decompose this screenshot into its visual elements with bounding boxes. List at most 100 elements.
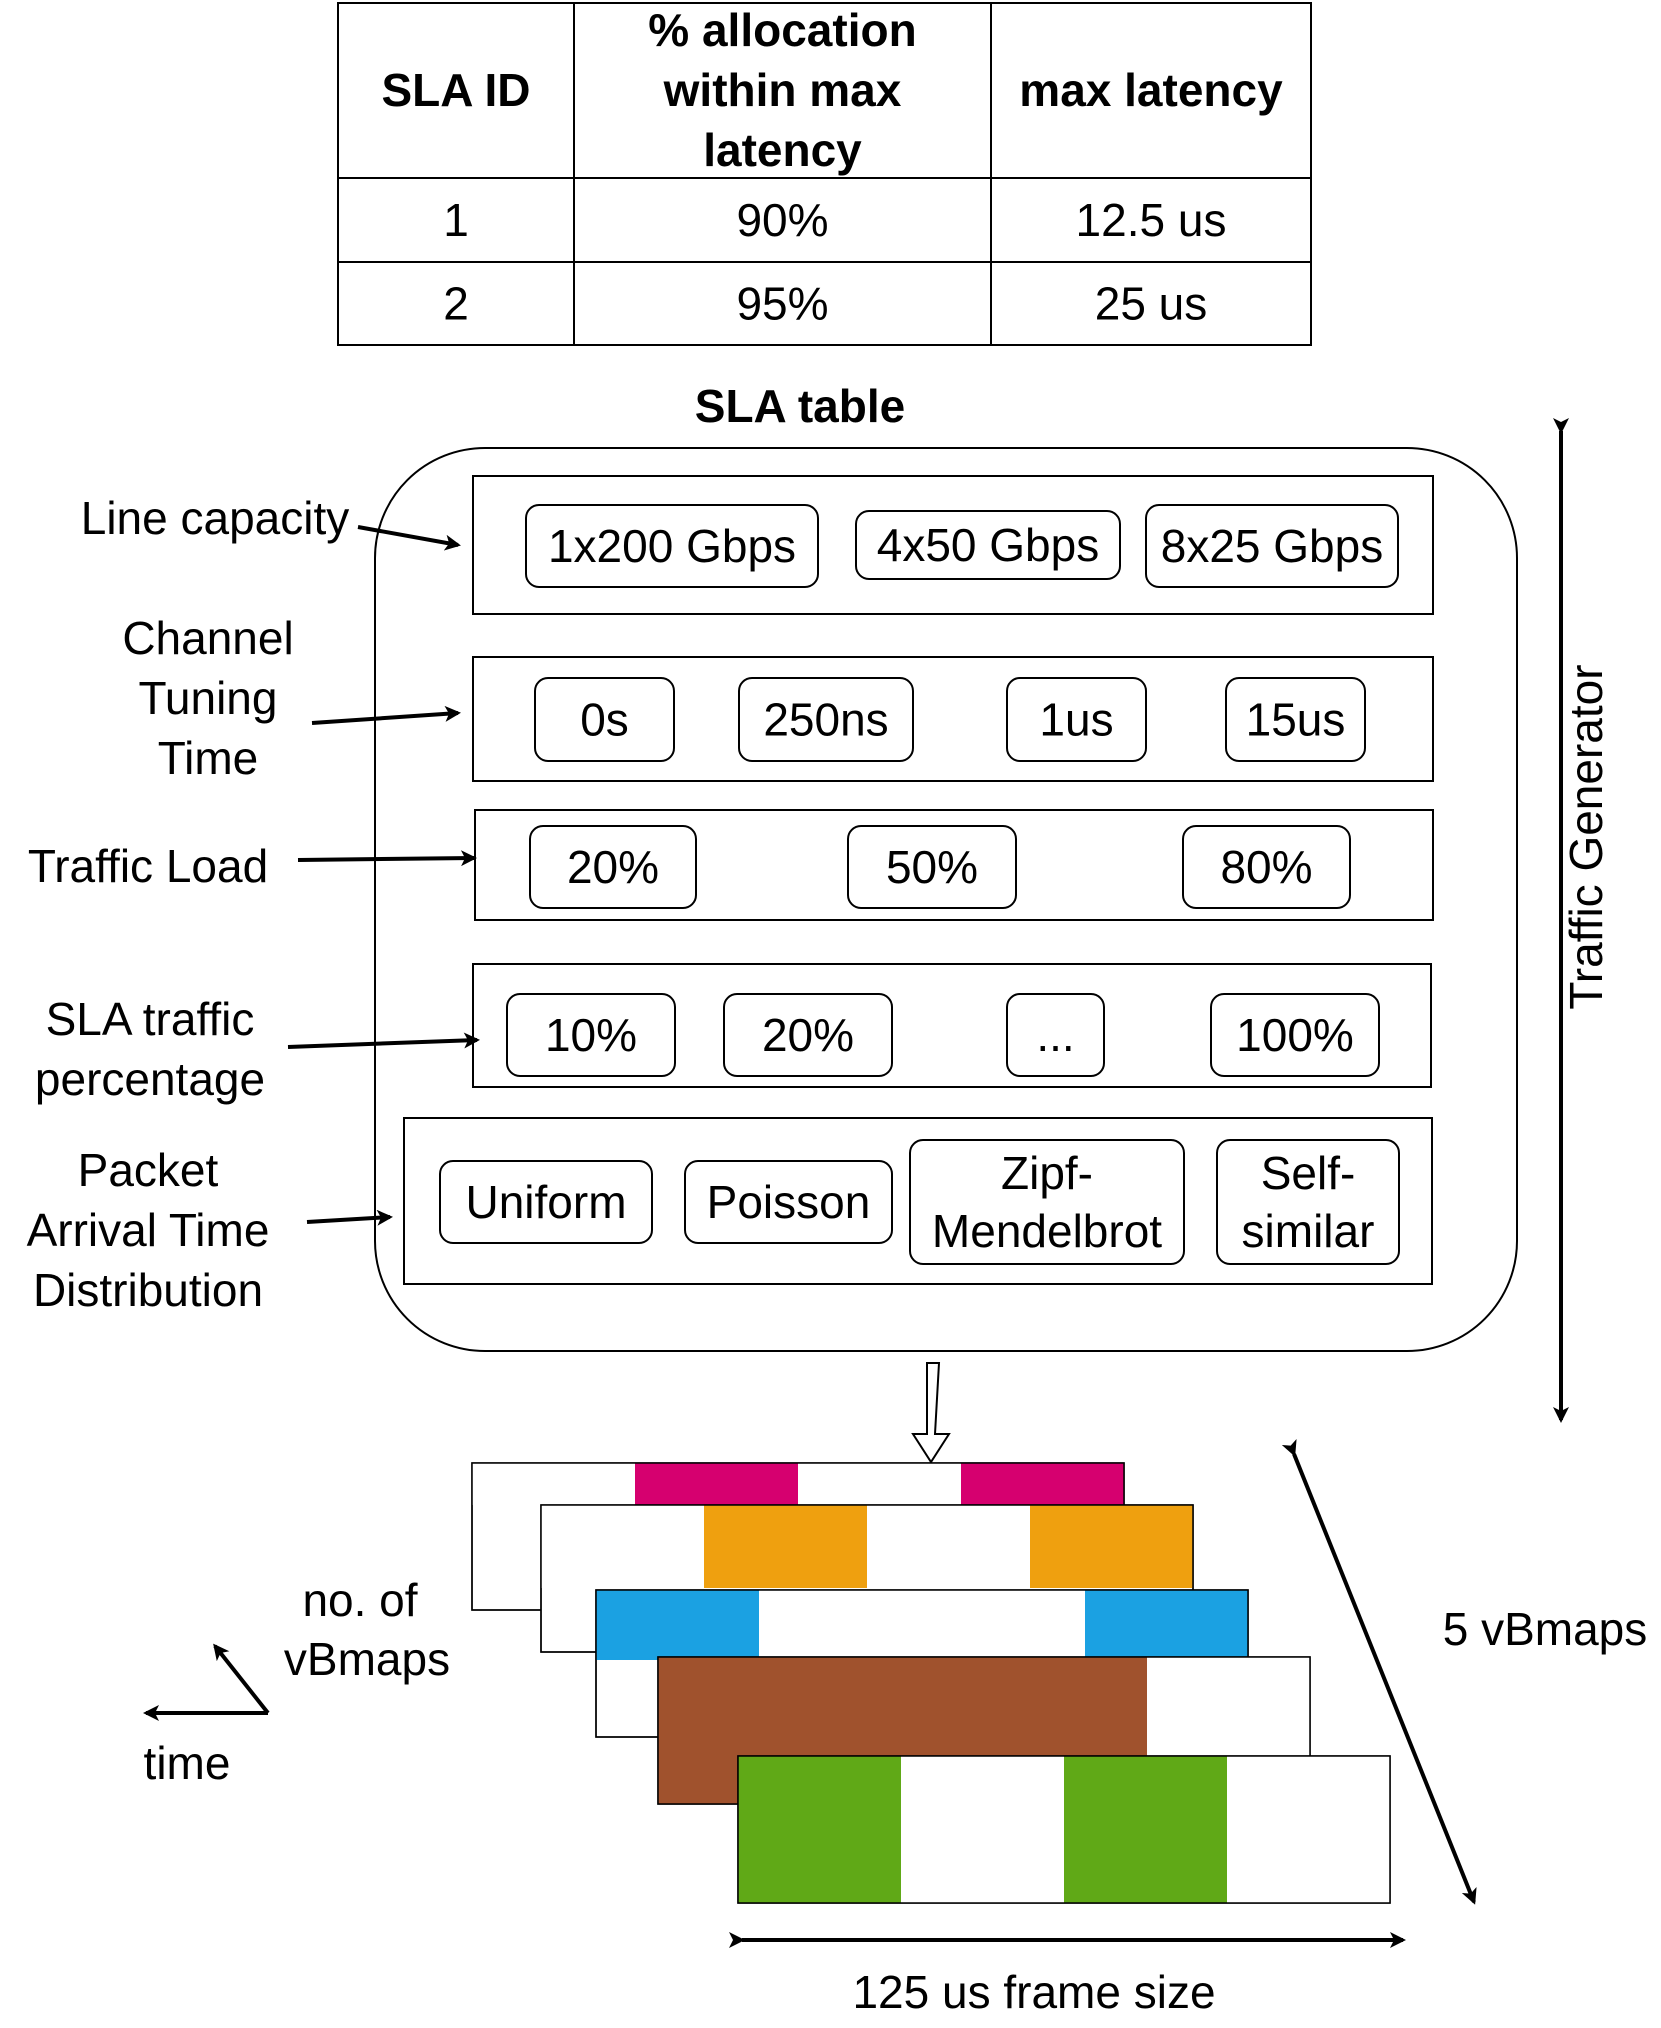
vbmap-slot-filled [1085,1590,1248,1660]
generator-option[interactable]: 20% [723,993,893,1077]
generator-row-arrow [297,850,477,867]
generator-row-label-line-1: Channel [122,612,293,664]
generator-row-box [472,475,1434,615]
sla-table-header-1: SLA ID [381,64,530,116]
generator-option[interactable]: 80% [1182,825,1351,909]
vbmap-layer-5 [737,1755,1391,1904]
generator-option[interactable]: 8x25 Gbps [1145,504,1399,588]
vbmap-slot-filled [738,1756,901,1903]
generator-row-label-line-3: Time [158,732,259,784]
generator-option-label: Poisson [707,1176,871,1228]
generator-option-label: 20% [567,841,659,893]
generator-row-label: Traffic Load [28,840,268,892]
vbmap-slot-empty [1227,1756,1390,1903]
generator-option[interactable]: 100% [1210,993,1380,1077]
generator-row-label-line-2: Arrival Time [27,1204,270,1256]
generator-option-box [1210,993,1380,1077]
sla-table-header-2-line-3: latency [703,124,862,176]
traffic-generator-label: Traffic Generator [1560,664,1612,1009]
vbmap-slot-empty [541,1505,704,1588]
generator-option[interactable]: 50% [847,825,1017,909]
generator-option-label: 250ns [763,694,888,746]
sla-table-caption: SLA table [695,380,905,432]
generator-option-box [1225,677,1366,762]
traffic-generator-box [374,447,1518,1352]
generator-option-box [525,504,819,588]
generator-option[interactable]: Zipf-Mendelbrot [909,1139,1185,1265]
vbmap-slot-filled [635,1463,798,1505]
generator-row-label-line-2: percentage [35,1053,265,1105]
generator-option-box [909,1139,1185,1265]
generator-option-box [855,510,1121,580]
generator-option-label-line-2: Mendelbrot [932,1205,1162,1257]
generator-option[interactable]: Self-similar [1216,1139,1400,1265]
vbmap-slot-empty [472,1463,635,1505]
vbmap-slot-filled [704,1505,867,1588]
vbmap-slot-empty [798,1463,961,1505]
vbmap-slot-filled [1064,1756,1227,1903]
generator-option[interactable]: 1x200 Gbps [525,504,819,588]
generator-option-label: ... [1036,1009,1074,1061]
generator-option-box [534,677,675,762]
generator-row-label-line-1: SLA traffic [46,993,255,1045]
depth-axis-arrow [213,1643,270,1715]
generator-option[interactable]: Uniform [439,1160,653,1244]
vbmap-slot-empty [867,1505,1030,1588]
generator-option[interactable]: ... [1006,993,1105,1077]
sla-table-cell: 95% [736,278,828,330]
generator-option-box [439,1160,653,1244]
generator-option-box [1182,825,1351,909]
generator-row-box [472,963,1432,1088]
sla-table-header-2-line-1: % allocation [648,4,916,56]
generator-row-arrow [306,1209,393,1226]
generator-option[interactable]: 0s [534,677,675,762]
sla-table-header-3: max latency [1019,64,1283,116]
generator-option-label: 100% [1236,1009,1354,1061]
generator-row-label: Line capacity [81,492,350,544]
vbmap-slot-filled [961,1463,1124,1505]
generator-option[interactable]: 1us [1006,677,1147,762]
generator-option-box [506,993,676,1077]
generator-option-box [684,1160,893,1244]
vbmap-slot-filled [1030,1505,1193,1588]
generator-option[interactable]: 10% [506,993,676,1077]
generator-option-label: 15us [1246,694,1346,746]
generator-option[interactable]: Poisson [684,1160,893,1244]
generator-option-label: 1us [1039,694,1113,746]
generator-option-box [529,825,697,909]
hollow-down-arrow [911,1362,951,1464]
sla-table-cell: 2 [443,278,469,330]
generator-option-box [1006,677,1147,762]
generator-option-box [1145,504,1399,588]
depth-axis-label-line-2: vBmaps [284,1633,450,1685]
generator-option-label: 80% [1220,841,1312,893]
sla-table-border [337,2,1312,346]
generator-option-label: 8x25 Gbps [1161,520,1383,572]
generator-option-box [723,993,893,1077]
generator-row-box [472,656,1434,782]
generator-row-label-line-2: Tuning [139,672,278,724]
generator-option[interactable]: 4x50 Gbps [855,510,1121,580]
generator-row-arrow [311,705,461,725]
generator-option[interactable]: 250ns [738,677,914,762]
frame-size-label: 125 us frame size [852,1966,1215,2018]
depth-axis-label-line-1: no. of [302,1574,417,1626]
generator-option[interactable]: 20% [529,825,697,909]
generator-option-box [1216,1139,1400,1265]
generator-option-box [738,677,914,762]
generator-option-label-line-1: Self- [1261,1147,1356,1199]
generator-option-label: 20% [762,1009,854,1061]
vbmap-slot-empty [759,1590,922,1660]
generator-option-label: 4x50 Gbps [877,519,1099,571]
time-axis-label: time [144,1737,231,1789]
sla-table-cell: 1 [443,194,469,246]
generator-option[interactable]: 15us [1225,677,1366,762]
sla-table-header-2-line-2: within max [663,64,902,116]
generator-option-label: 1x200 Gbps [548,520,796,572]
vbmap-slot-empty [922,1590,1085,1660]
sla-table-cell: 12.5 us [1076,194,1227,246]
generator-option-label: 0s [580,694,629,746]
vbmap-count-arrow [1281,1438,1477,1905]
